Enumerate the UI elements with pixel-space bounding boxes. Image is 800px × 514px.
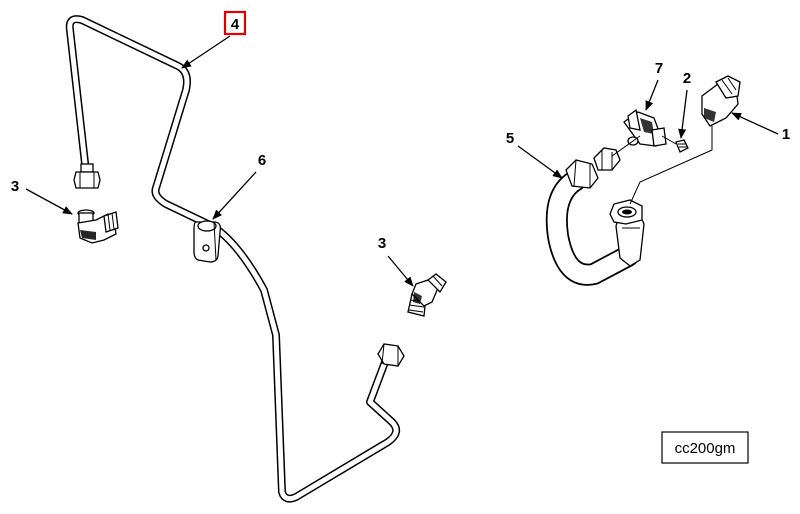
callout-3-left: 3 [11,178,19,195]
callouts: 4 3 6 3 7 2 5 1 [11,10,790,287]
reference-code-box: cc200gm [661,431,749,464]
assembly-lines [611,126,713,205]
elbow-fitting-left [77,209,119,244]
leader-6 [212,171,257,220]
callout-5: 5 [506,130,514,147]
callout-4-highlight-box [223,10,247,36]
leader-1 [731,112,779,135]
callout-1: 1 [782,126,790,143]
plug-part-2 [675,139,689,153]
callout-2: 2 [683,70,691,87]
leader-3-left [25,188,73,215]
hose-assembly-part-5 [545,147,645,286]
tube-nut-right [377,343,405,367]
callout-4: 4 [231,16,240,33]
callout-6: 6 [258,152,266,169]
leader-5 [517,145,563,179]
tube-assembly-part-4 [65,15,401,503]
reference-code: cc200gm [675,440,736,457]
tube-clamp-part-6 [193,220,222,263]
adapter-part-7 [623,108,667,147]
elbow-fitting-right [407,273,447,317]
tube-nut-left [73,163,101,189]
callout-7: 7 [655,60,663,77]
callout-3-right: 3 [378,235,386,252]
elbow-part-1 [701,75,741,127]
leader-7 [645,79,659,111]
leader-2 [678,89,688,139]
leader-4 [181,35,231,69]
leader-3-right [387,255,414,287]
